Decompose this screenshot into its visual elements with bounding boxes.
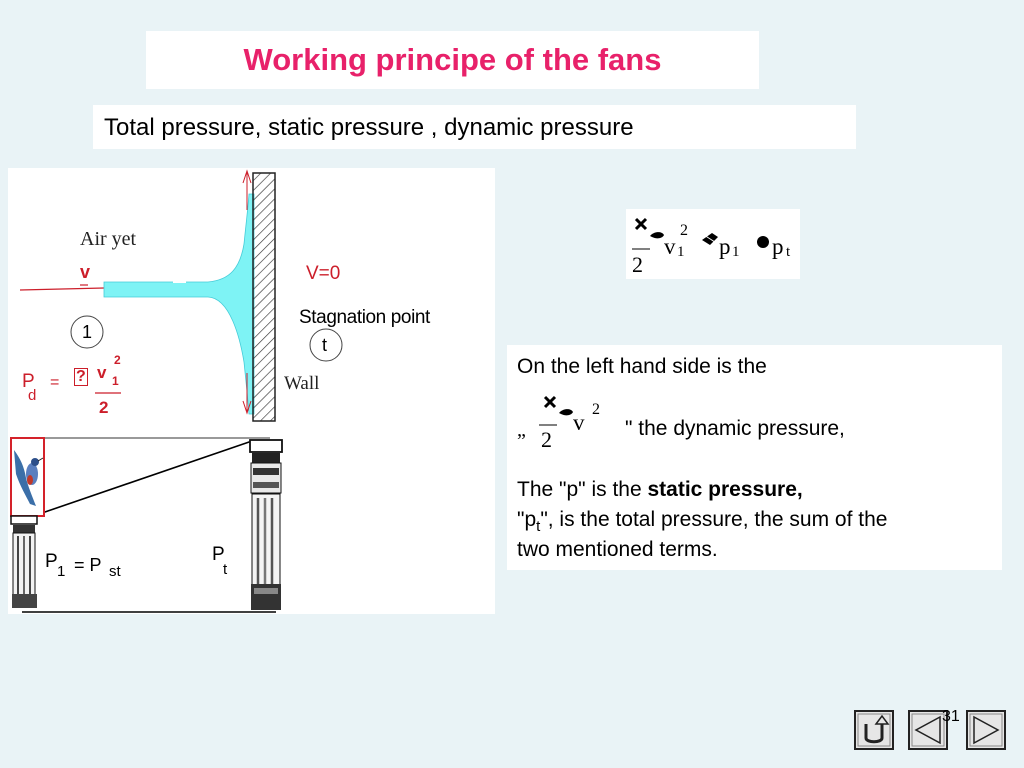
- explain-total-rest: ", is the total pressure, the sum of the: [540, 508, 888, 531]
- bernoulli-formula: 2 v 1 2 p 1 p t: [626, 209, 800, 279]
- point-1-circle: [70, 315, 104, 349]
- pd-v-sub: 1: [112, 374, 119, 388]
- explain-dynamic: " the dynamic pressure,: [625, 417, 845, 440]
- dynamic-fraction-symbols: [539, 395, 573, 426]
- v-zero-label: V=0: [306, 263, 341, 284]
- pd-denominator: 2: [99, 398, 109, 417]
- formula-den: 2: [632, 252, 643, 277]
- explain-frac-den: 2: [541, 427, 552, 452]
- stagnation-t-label: t: [322, 335, 328, 355]
- rho-glyph-icon: [650, 232, 664, 239]
- p1-eq: = P: [74, 555, 102, 575]
- times-icon: [543, 395, 557, 409]
- explain-total: "pt", is the total pressure, the sum of …: [517, 509, 887, 534]
- air-jet-label: Air yet: [80, 228, 137, 250]
- slide-title-box: Working principe of the fans: [146, 31, 759, 89]
- previous-slide-button[interactable]: [908, 710, 948, 750]
- point-1-label: 1: [82, 322, 93, 342]
- bird-image: [10, 437, 45, 517]
- pd-d: d: [28, 387, 37, 404]
- pd-P: P: [22, 371, 35, 392]
- return-arrow-icon: [854, 710, 894, 750]
- formula-v-sup: 2: [680, 222, 688, 239]
- pt-sub: t: [223, 561, 228, 578]
- explain-line1: On the left hand side is the: [517, 355, 767, 378]
- next-slide-button[interactable]: [966, 710, 1006, 750]
- diagram-panel: Air yet v V=0 Stagnation point t 1 Wall …: [8, 168, 495, 614]
- explain-total-q: "p: [517, 508, 537, 531]
- subtitle-box: Total pressure, static pressure , dynami…: [93, 105, 856, 149]
- explain-static-bold: static pressure,: [647, 478, 803, 501]
- times-icon: [634, 217, 648, 231]
- left-column: [10, 515, 38, 608]
- page-number: 31: [942, 708, 960, 725]
- formula-pt: p: [772, 234, 784, 259]
- explain-total-sub: t: [536, 518, 541, 536]
- pd-v-sup: 2: [114, 353, 121, 367]
- stagnation-circle: [309, 328, 343, 362]
- equals-dot-icon: [757, 236, 769, 248]
- inflow-arrow: [19, 284, 114, 292]
- slide-title: Working principe of the fans: [243, 42, 662, 77]
- stagnation-label: Stagnation point: [299, 307, 430, 328]
- pt-label: P: [212, 544, 225, 565]
- formula-v: v: [664, 234, 676, 259]
- explain-frac-sup: 2: [592, 401, 600, 418]
- explanation-panel: On the left hand side is the ” 2 v 2 " t…: [507, 345, 1002, 570]
- subtitle: Total pressure, static pressure , dynami…: [104, 114, 634, 141]
- up-arrow: [242, 169, 252, 210]
- velocity-label: v: [80, 262, 91, 282]
- p1-sub: 1: [57, 563, 66, 580]
- pd-symbol: ?: [74, 368, 88, 386]
- air-jet-shape: [103, 193, 255, 415]
- formula-pt-sub: t: [786, 244, 791, 260]
- wall: [252, 172, 276, 422]
- explain-static: The "p" is the static pressure,: [517, 479, 803, 500]
- pd-v: v: [97, 363, 107, 382]
- explain-quote: ”: [517, 430, 526, 452]
- explain-static-pre: The "p" is the: [517, 478, 648, 501]
- wall-label: Wall: [284, 373, 320, 394]
- formula-symbols: [632, 217, 769, 250]
- explain-frac-v: v: [573, 410, 585, 435]
- jet-diagram: [10, 169, 343, 613]
- down-arrow: [242, 373, 252, 415]
- formula-v-sub: 1: [677, 244, 685, 260]
- next-arrow-icon: [966, 710, 1006, 750]
- p1-st: st: [109, 563, 121, 580]
- return-button[interactable]: [854, 710, 894, 750]
- pd-equals: =: [50, 374, 60, 391]
- formula-p: p: [719, 234, 731, 259]
- explain-total-line2: two mentioned terms.: [517, 538, 718, 561]
- p1-label: P: [45, 551, 58, 572]
- rho-glyph-icon: [559, 409, 573, 416]
- previous-arrow-icon: [908, 710, 948, 750]
- formula-p-sub: 1: [732, 244, 740, 260]
- right-column: [249, 439, 283, 610]
